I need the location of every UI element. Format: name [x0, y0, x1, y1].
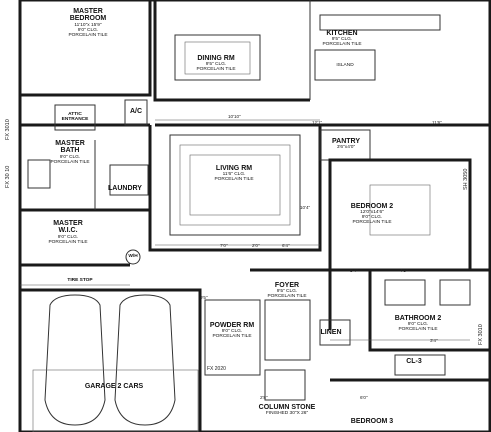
- master-bath-sub: 9'0" CLG. PORCELAIN TILE: [50, 154, 90, 165]
- exterior-wall: [18, 0, 491, 432]
- powder-sub: 9'0" CLG. PORCELAIN TILE: [212, 329, 252, 340]
- dining-name: DINING RM: [197, 55, 235, 62]
- window-mark-powder: FX 2020: [207, 366, 226, 372]
- pantry-sub: 3'6"x4'0": [336, 145, 356, 151]
- powder-name: POWDER RM: [209, 322, 255, 329]
- bedroom2-label: BEDROOM 2 12'0"x14'6" 9'0" CLG. PORCELAI…: [351, 203, 393, 225]
- dim-bottom-living-2: 2'0": [252, 243, 260, 248]
- master-bedroom-wall: [20, 0, 152, 97]
- attic-outline: [54, 104, 96, 131]
- dim-pantry: 12'1": [312, 120, 323, 125]
- window-mark-left-2: FX 30 10: [5, 165, 11, 188]
- master-wic-name: MASTER W.I.C.: [53, 220, 83, 235]
- master-bath-label: MASTER BATH 9'0" CLG. PORCELAIN TILE: [50, 140, 89, 165]
- bedroom2-sub: 12'0"x14'6" 9'0" CLG. PORCELAIN TILE: [352, 210, 392, 226]
- column-stone-label: COLUMN STONE FINISHED 30"X 26": [259, 404, 316, 416]
- kitchen-label: KITCHEN 9'5" CLG. PORCELAIN TILE: [322, 30, 361, 47]
- ac-outline: [124, 99, 148, 126]
- foyer-door: [264, 299, 311, 361]
- window-mark-left-1: FX 3010: [5, 119, 11, 140]
- kitchen-name: KITCHEN: [326, 30, 358, 37]
- garage-label: GARAGE 2 CARS: [84, 383, 144, 390]
- foyer-name: FOYER: [274, 282, 300, 289]
- living-ceiling-2: [179, 144, 291, 226]
- column-stone-name: COLUMN STONE: [258, 404, 316, 411]
- pantry-name: PANTRY: [332, 138, 360, 145]
- dining-table: [184, 41, 251, 75]
- island-label: ISLAND: [336, 63, 354, 68]
- master-bedroom-label: MASTER BEDROOM 11'10"x 15'9" 9'0" CLG. P…: [68, 8, 107, 38]
- dim-bottom-living-1: 7'0": [220, 243, 228, 248]
- dim-bottom-living-3: 6'4": [282, 243, 290, 248]
- linen-label: LINEN: [320, 329, 342, 336]
- foyer-sub: 9'5" CLG. PORCELAIN TILE: [267, 289, 307, 300]
- bathroom2-walls: [368, 268, 491, 352]
- dim-bed2-bottom: 5'4": [350, 268, 358, 273]
- vanity-1: [384, 279, 426, 306]
- master-bedroom-name: MASTER BEDROOM: [69, 8, 107, 23]
- dining-sub: 9'5" CLG. PORCELAIN TILE: [196, 62, 236, 73]
- foyer-walls: [250, 268, 332, 330]
- bathroom2-name: BATHROOM 2: [394, 315, 442, 322]
- master-bath-name: MASTER BATH: [55, 140, 85, 155]
- powder-label: POWDER RM 9'0" CLG. PORCELAIN TILE: [210, 322, 254, 339]
- master-wic-label: MASTER W.I.C. 9'0" CLG. PORCELAIN TILE: [48, 220, 87, 245]
- linen-closet: [319, 319, 351, 346]
- living-name: LIVING RM: [215, 165, 253, 172]
- attic-label: ATTIC ENTRANCE: [61, 112, 89, 123]
- car-1: [44, 294, 106, 426]
- vanity-2: [439, 279, 471, 306]
- cl3-label: CL-3: [406, 358, 422, 365]
- dim-kitchen: 11'6": [432, 120, 442, 125]
- column-stone: [264, 369, 306, 401]
- garage-walls: [20, 288, 202, 432]
- living-walls: [148, 125, 322, 252]
- ac-label: A/C: [129, 108, 143, 115]
- bathroom2-label: BATHROOM 2 9'0" CLG. PORCELAIN TILE: [395, 315, 442, 332]
- bed-2: [369, 184, 431, 236]
- garage-floor: [32, 369, 199, 432]
- bedroom3-label: BEDROOM 3: [350, 418, 394, 425]
- living-ceiling-3: [189, 154, 281, 216]
- dim-bath2-top: 4'5": [400, 268, 408, 273]
- kitchen-counter: [319, 14, 441, 31]
- cl3-closet: [394, 354, 446, 376]
- wh-label: W/H: [128, 254, 138, 259]
- dim-top-living: 10'10": [228, 114, 241, 119]
- dim-powder: 9'5": [200, 295, 208, 300]
- bathtub: [27, 159, 51, 189]
- dining-wall: [153, 0, 310, 102]
- dining-label: DINING RM 9'5" CLG. PORCELAIN TILE: [196, 55, 235, 72]
- master-wic-sub: 9'0" CLG. PORCELAIN TILE: [48, 234, 88, 245]
- kitchen-island: [314, 49, 376, 81]
- kitchen-sub: 9'5" CLG. PORCELAIN TILE: [322, 37, 362, 48]
- master-bedroom-sub: 11'10"x 15'9" 9'0" CLG. PORCELAIN TILE: [68, 22, 108, 38]
- tire-stop-label: TIRE STOP: [67, 278, 93, 283]
- living-label: LIVING RM 11'6" CLG. PORCELAIN TILE: [214, 165, 253, 182]
- window-mark-right-1: FX 3010: [478, 324, 484, 345]
- living-sub: 11'6" CLG. PORCELAIN TILE: [214, 172, 254, 183]
- bathroom2-sub: 9'0" CLG. PORCELAIN TILE: [398, 322, 438, 333]
- car-2: [114, 294, 176, 426]
- dimension-lines: [155, 119, 470, 341]
- dim-living-side: 10'4": [300, 205, 311, 210]
- dim-bed3: 6'0": [360, 395, 368, 400]
- dining-table-outline: [174, 34, 261, 81]
- window-mark-right-2: SH 3050: [463, 168, 469, 190]
- column-stone-sub: FINISHED 30"X 26": [265, 411, 309, 417]
- powder-walls: [204, 299, 261, 376]
- laundry-label: LAUNDRY: [108, 185, 142, 192]
- pantry-label: PANTRY 3'6"x4'0": [332, 138, 360, 150]
- dim-column: 2'8": [260, 395, 268, 400]
- laundry-outline: [109, 164, 149, 196]
- water-heater: [125, 249, 141, 265]
- living-ceiling-1: [169, 134, 301, 236]
- dim-bath2-bottom: 3'4": [430, 338, 438, 343]
- foyer-label: FOYER 9'5" CLG. PORCELAIN TILE: [267, 282, 306, 299]
- bedroom2-name: BEDROOM 2: [350, 203, 394, 210]
